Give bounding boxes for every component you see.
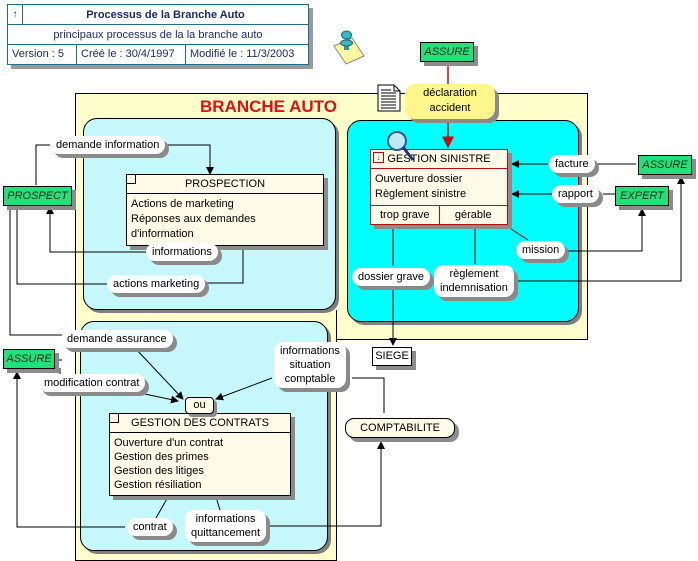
join-ou[interactable]: ou: [185, 397, 214, 414]
domain-title: BRANCHE AUTO: [200, 97, 337, 116]
process-item: Ouverture dossier: [375, 173, 463, 185]
process-item: Réponses aux demandes d'information: [131, 213, 256, 240]
actor-assure-right[interactable]: ASSURE: [638, 155, 692, 175]
line-compta-situation: [352, 377, 385, 413]
process-title: GESTION DES CONTRATS: [131, 417, 269, 429]
line-actions-marketing-src: [205, 230, 244, 284]
msg-mission[interactable]: mission: [516, 241, 566, 259]
msg-demande-information[interactable]: demande information: [50, 136, 166, 154]
sticky-note-icon[interactable]: [330, 30, 370, 66]
diagram-header: ↑ Processus de la Branche Auto principau…: [7, 4, 309, 65]
msg-line: indemnisation: [440, 282, 508, 294]
msg-line: quittancement: [191, 527, 261, 539]
msg-line: informations: [195, 513, 256, 525]
msg-informations[interactable]: informations: [146, 243, 218, 261]
line-quittancement: [268, 441, 385, 527]
line-demande-information: [162, 144, 214, 175]
msg-modification-contrat[interactable]: modification contrat: [38, 374, 146, 392]
created-date: Créé le : 30/4/1997: [77, 45, 186, 64]
external-comptabilite[interactable]: COMPTABILITE: [345, 418, 455, 438]
msg-info-quittancement[interactable]: informations quittancement: [185, 510, 267, 542]
outcome-trop-grave: trop grave: [371, 206, 440, 224]
msg-line: informations: [280, 345, 340, 357]
actor-assure-left[interactable]: ASSURE: [3, 349, 55, 369]
actor-prospect[interactable]: PROSPECT: [3, 186, 72, 206]
outcome-gerable: gérable: [454, 209, 492, 221]
external-siege[interactable]: SIEGE: [372, 347, 412, 366]
version-label: Version : 5: [8, 45, 77, 64]
line-demande-assurance: [134, 347, 184, 400]
process-item: Gestion résiliation: [114, 479, 202, 491]
process-item: Ouverture d'un contrat: [114, 437, 224, 449]
msg-line: comptable: [284, 373, 336, 385]
line-quittancement-src: [215, 496, 221, 511]
actor-assure-top[interactable]: ASSURE: [420, 42, 474, 62]
process-corner-icon: [110, 414, 119, 423]
process-title: PROSPECTION: [184, 178, 266, 190]
line-reglement: [516, 176, 685, 282]
process-prospection[interactable]: PROSPECTION Actions de marketing Réponse…: [126, 174, 324, 246]
process-item: Actions de marketing: [131, 198, 234, 210]
process-item: Règlement sinistre: [375, 188, 467, 200]
process-gestion-contrats[interactable]: GESTION DES CONTRATS Ouverture d'un cont…: [109, 413, 291, 496]
magnifier-icon[interactable]: [386, 130, 416, 164]
msg-actions-marketing[interactable]: actions marketing: [107, 275, 206, 293]
line-contrat-src: [155, 496, 169, 519]
msg-info-situation-comptable[interactable]: informations situation comptable: [274, 342, 346, 388]
process-corner-icon: [127, 175, 136, 184]
process-gestion-sinistre[interactable]: ↓ GESTION SINISTRE Ouverture dossier Règ…: [370, 149, 508, 225]
msg-contrat[interactable]: contrat: [127, 518, 173, 536]
line-informations: [46, 206, 148, 253]
event-label-line1: déclaration: [423, 87, 477, 99]
line-modification-contrat: [139, 392, 179, 404]
line-actions-marketing: [16, 207, 108, 285]
diagram-subtitle: principaux processus de la la branche au…: [53, 28, 263, 41]
msg-line: situation: [289, 359, 331, 371]
comptabilite-label: COMPTABILITE: [360, 422, 440, 434]
event-label-line2: accident: [429, 102, 471, 114]
modified-date: Modifié le : 11/3/2003: [190, 48, 295, 60]
msg-line: règlement: [449, 268, 499, 280]
line-demande-information-src: [35, 144, 50, 185]
msg-demande-assurance[interactable]: demande assurance: [61, 330, 173, 348]
line-mission: [568, 208, 646, 252]
expand-icon[interactable]: ↓: [373, 152, 384, 163]
process-title: GESTION SINISTRE: [387, 153, 491, 165]
up-arrow-icon[interactable]: ↑: [8, 5, 23, 24]
line-info-situation: [215, 377, 273, 401]
msg-reglement-indemnisation[interactable]: règlement indemnisation: [434, 265, 514, 297]
process-item: Gestion des primes: [114, 451, 209, 463]
diagram-title: Processus de la Branche Auto: [86, 8, 245, 21]
document-icon: [377, 84, 401, 112]
process-item: Gestion des litiges: [114, 465, 204, 477]
event-declaration-accident[interactable]: déclaration accident: [405, 84, 495, 119]
msg-rapport[interactable]: rapport: [552, 185, 599, 203]
msg-dossier-grave[interactable]: dossier grave: [352, 268, 431, 286]
line-prospect-assurance: [9, 207, 62, 336]
actor-expert[interactable]: EXPERT: [615, 186, 669, 206]
line-contrat: [13, 371, 125, 528]
line-mission-src: [504, 224, 529, 241]
msg-facture[interactable]: facture: [549, 155, 595, 173]
